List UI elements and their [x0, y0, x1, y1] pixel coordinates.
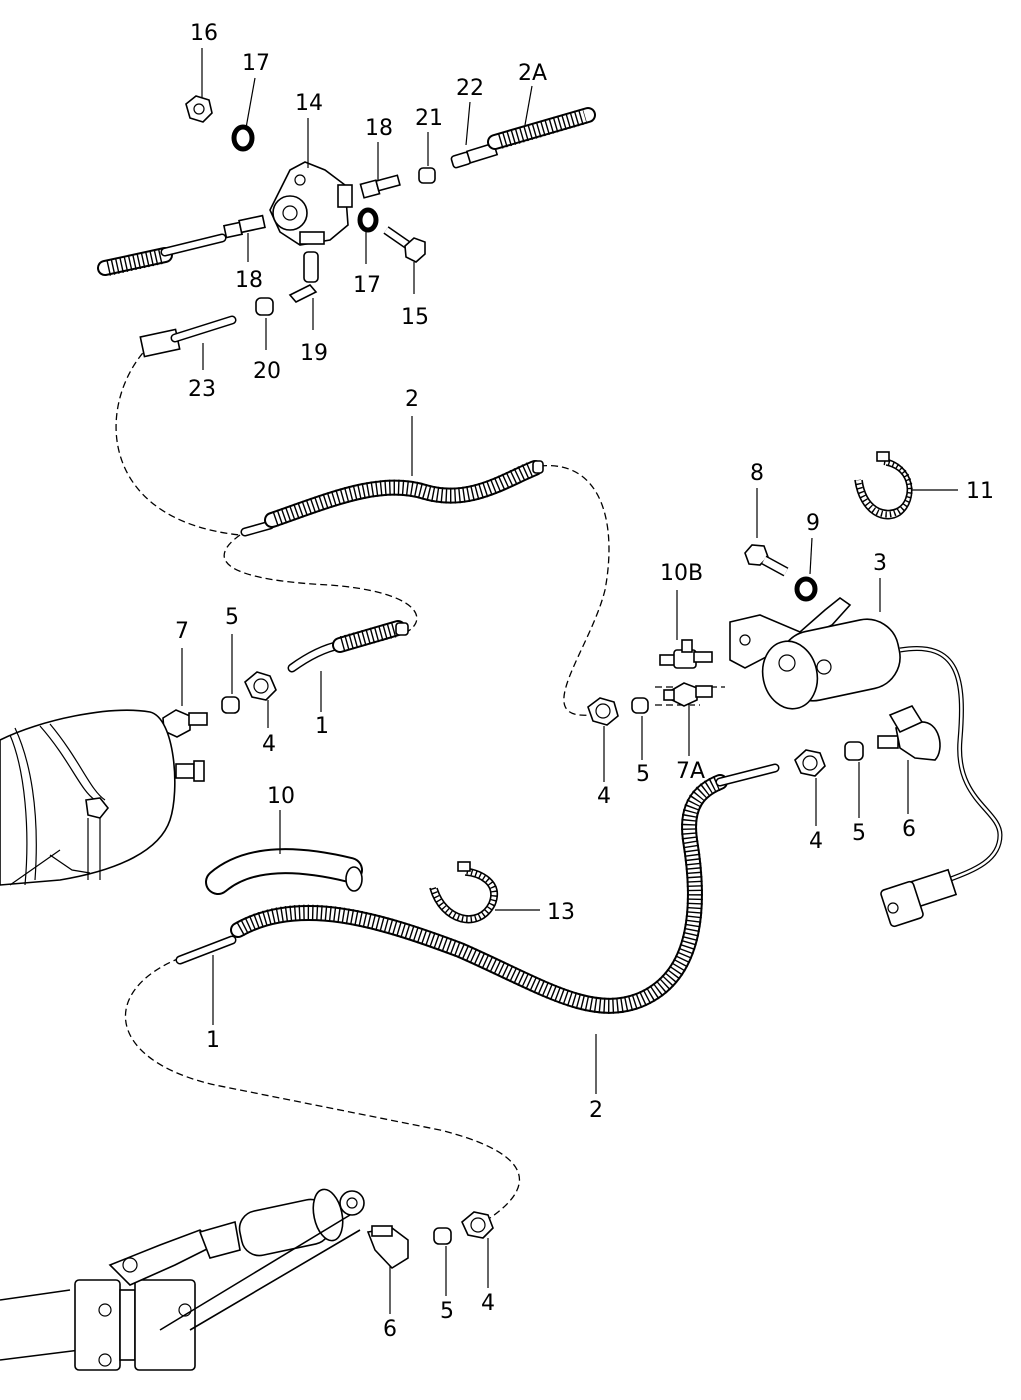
wire-harness	[899, 646, 1003, 883]
clamp-13	[429, 861, 498, 924]
nut-4-left	[244, 671, 277, 701]
union-fitting-18-top	[359, 174, 401, 199]
callout-21: 21	[415, 106, 443, 131]
callout-3: 3	[873, 551, 887, 576]
brake-line-upper	[97, 233, 227, 276]
callout-4-right: 4	[809, 829, 823, 854]
hose-10	[205, 848, 363, 895]
nut-4-bottom	[461, 1211, 494, 1239]
hex-nut-16	[185, 95, 213, 123]
clamp-11	[854, 451, 913, 520]
callout-11: 11	[966, 479, 994, 504]
hose-2-lower	[175, 763, 780, 1014]
callout-17-bottom: 17	[353, 273, 381, 298]
sleeve-21	[418, 167, 436, 184]
washer-9	[794, 576, 818, 602]
callout-1-upper: 1	[315, 714, 329, 739]
callout-6-bottom: 6	[383, 1317, 397, 1342]
callout-labels: 16 17 14 18 21 22 2A 18 17 15 19 20 23 2…	[175, 21, 994, 1342]
callout-18-top: 18	[365, 116, 393, 141]
bolt-8	[744, 544, 789, 577]
callout-15: 15	[401, 305, 429, 330]
callout-5-mid: 5	[636, 762, 650, 787]
callout-2A: 2A	[518, 61, 547, 86]
callout-5-bottom: 5	[440, 1299, 454, 1324]
fluid-reservoir	[0, 709, 205, 886]
callout-6-right: 6	[902, 817, 916, 842]
callout-2-upper: 2	[405, 387, 419, 412]
callout-13: 13	[547, 900, 575, 925]
hose-2-upper	[240, 460, 544, 537]
electrical-connector	[880, 868, 958, 928]
callout-19: 19	[300, 341, 328, 366]
callout-7: 7	[175, 619, 189, 644]
routing-lines	[115, 344, 725, 1219]
callout-9: 9	[806, 511, 820, 536]
pipe-23	[139, 315, 237, 358]
callout-17-top: 17	[242, 51, 270, 76]
callout-2-lower: 2	[589, 1098, 603, 1123]
callout-18-left: 18	[235, 268, 263, 293]
slave-cylinder	[0, 1188, 365, 1371]
callout-4-left: 4	[262, 732, 276, 757]
washer-17-bottom	[357, 207, 379, 233]
tee-fitting-10B	[659, 639, 713, 669]
callout-7A: 7A	[676, 759, 705, 784]
pressure-switch-3	[729, 597, 901, 710]
callout-14: 14	[295, 91, 323, 116]
callout-22: 22	[456, 76, 484, 101]
callout-23: 23	[188, 377, 216, 402]
elbow-fitting-19	[288, 251, 319, 303]
hose-2A	[487, 107, 596, 150]
hose-end-22	[450, 142, 499, 169]
washer-17-top	[231, 124, 255, 152]
callout-4-mid: 4	[597, 784, 611, 809]
sleeve-5-bottom	[433, 1227, 452, 1245]
bolt-15	[383, 226, 426, 263]
callout-1-lower: 1	[206, 1028, 220, 1053]
callout-10B: 10B	[660, 561, 703, 586]
sleeve-5-right	[844, 741, 864, 761]
callout-10: 10	[267, 784, 295, 809]
nut-4-right	[794, 749, 826, 777]
callout-5-left: 5	[225, 605, 239, 630]
sleeve-5-left	[221, 696, 240, 714]
hose-1-upper	[287, 620, 409, 673]
elbow-fitting-6-bottom	[366, 1225, 409, 1270]
sleeve-5-mid	[631, 697, 649, 714]
callout-4-bottom: 4	[481, 1291, 495, 1316]
elbow-fitting-6-right	[877, 705, 941, 761]
union-fitting-18-left	[222, 214, 266, 239]
callout-5-right: 5	[852, 821, 866, 846]
nut-4-mid	[587, 697, 619, 726]
distributor-block-14	[269, 161, 353, 246]
callout-8: 8	[750, 461, 764, 486]
leader-lines	[181, 48, 958, 1314]
fitting-7	[162, 709, 208, 738]
callout-16: 16	[190, 21, 218, 46]
fitting-7A	[663, 682, 713, 707]
sleeve-20	[255, 297, 274, 316]
callout-20: 20	[253, 359, 281, 384]
